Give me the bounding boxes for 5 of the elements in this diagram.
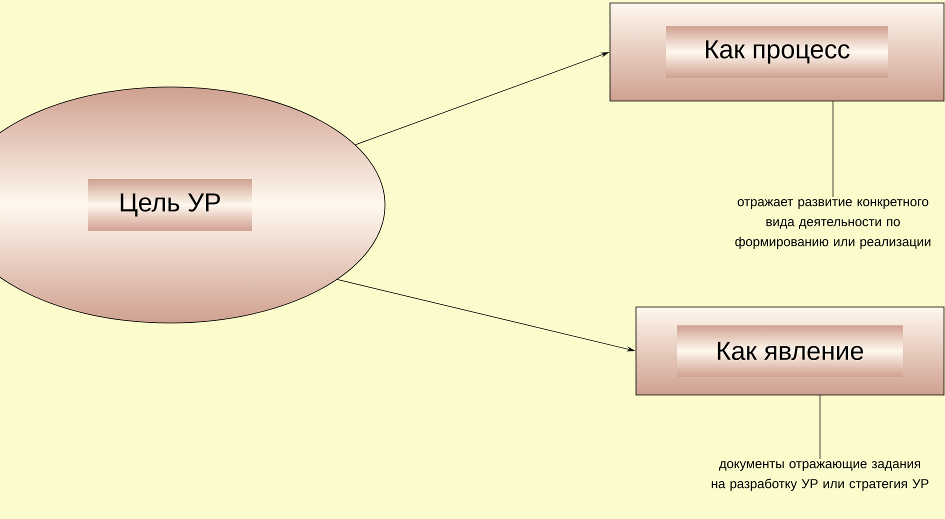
note-text: отражает развитие конкретного вида деятельности по формированию или реализации <box>735 199 930 249</box>
note-text: документы отражающие задания на разработку УР или стратегия УР <box>712 461 928 491</box>
connector-line <box>832 101 834 198</box>
process-box: Как явление <box>636 306 944 396</box>
process-box: Как процесс <box>610 2 944 102</box>
